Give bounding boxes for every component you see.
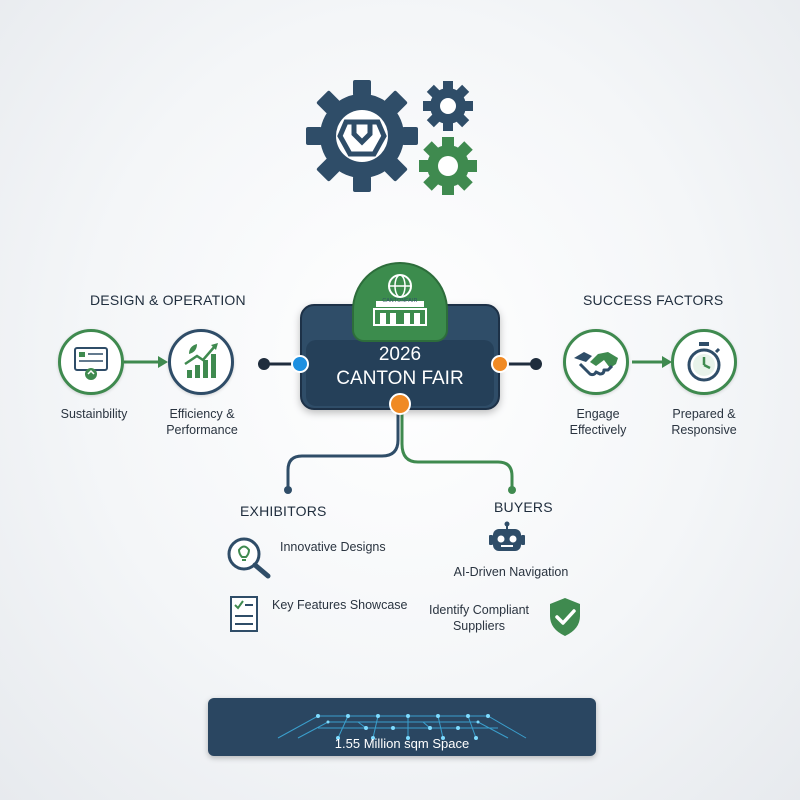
- hub-title-name: CANTON FAIR: [336, 368, 464, 389]
- left-port-dot: [291, 355, 309, 373]
- hub-title: 2026 CANTON FAIR: [300, 343, 500, 391]
- efficiency-label-line2: Performance: [166, 423, 238, 437]
- efficiency-label-line1: Efficiency &: [169, 407, 235, 421]
- buyers-title: BUYERS: [494, 499, 553, 515]
- right-port-dot: [491, 355, 509, 373]
- growth-chart-icon: [168, 329, 234, 395]
- engage-label-line2: Effectively: [569, 423, 627, 437]
- robot-icon: [489, 521, 525, 551]
- lightbulb-magnifier-icon: [227, 537, 271, 579]
- sustainability-label: Sustainbility: [60, 407, 128, 421]
- checklist-icon: [230, 596, 258, 632]
- floor-space-banner: [208, 698, 596, 756]
- bottom-port-dot: [389, 393, 411, 415]
- handshake-icon: [563, 329, 629, 395]
- compliant-suppliers-label: Identify Compliant Suppliers: [418, 602, 540, 634]
- prepared-label: Prepared & Responsive: [652, 406, 756, 438]
- circuit-map-icon: [277, 714, 527, 740]
- ai-navigation-label: AI-Driven Navigation: [453, 565, 569, 579]
- hub-title-year: 2026: [378, 344, 422, 365]
- success-factors-title: SUCCESS FACTORS: [583, 292, 724, 308]
- venue-building-icon: [373, 274, 427, 326]
- gears-icon: [306, 80, 477, 195]
- shield-check-icon: [550, 598, 580, 636]
- compliant-suppliers-label-line1: Identify Compliant: [428, 603, 530, 617]
- venue-badge: [352, 262, 448, 342]
- compliant-suppliers-label-line2: Suppliers: [452, 619, 506, 633]
- badge-sign-text: CANTONFAIR: [382, 298, 418, 304]
- engage-label: Engage Effectively: [548, 406, 648, 438]
- prepared-label-line1: Prepared &: [672, 407, 736, 421]
- floor-space-label: 1.55 Million sqm Space: [334, 736, 470, 751]
- key-features-label: Key Features Showcase: [272, 598, 408, 612]
- exhibitors-title: EXHIBITORS: [240, 503, 327, 519]
- innovative-designs-label: Innovative Designs: [280, 540, 386, 554]
- stopwatch-icon: [671, 329, 737, 395]
- prepared-label-line2: Responsive: [671, 423, 737, 437]
- efficiency-label: Efficiency & Performance: [150, 406, 254, 438]
- design-operation-title: DESIGN & OPERATION: [90, 292, 246, 308]
- engage-label-line1: Engage: [576, 407, 620, 421]
- sustainability-icon: [58, 329, 124, 395]
